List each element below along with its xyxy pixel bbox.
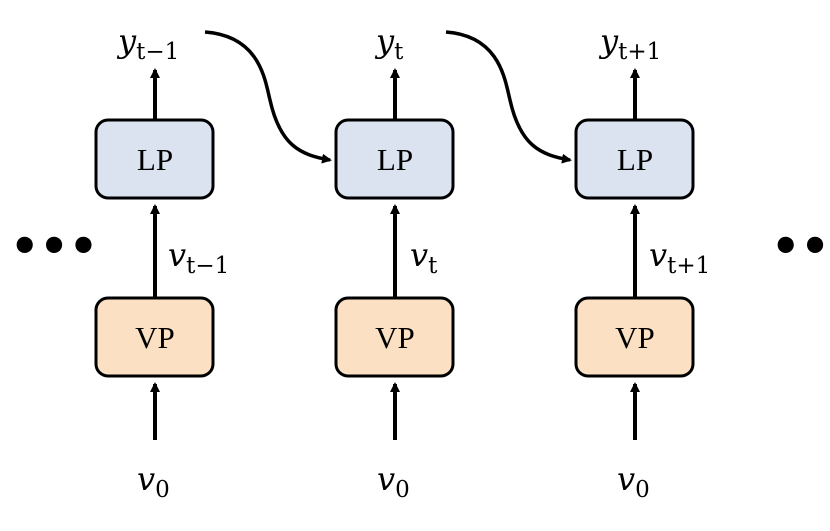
recurrent-arrow-1 bbox=[204, 30, 332, 164]
block-3: yt+1 LP vt+1 VP v0 bbox=[574, 22, 710, 503]
vp-label-3: VP bbox=[615, 320, 655, 355]
input-label-3: v0 bbox=[617, 460, 650, 503]
recurrent-arrow-2 bbox=[445, 30, 572, 164]
hidden-label-3: vt+1 bbox=[649, 236, 710, 279]
lp-box-2 bbox=[334, 118, 455, 200]
input-label-1: v0 bbox=[137, 460, 170, 503]
block-1: yt−1 LP vt−1 VP v0 bbox=[94, 22, 229, 503]
block-2: yt LP vt VP v0 bbox=[334, 22, 455, 503]
input-label-2: v0 bbox=[377, 460, 410, 503]
lp-label-1: LP bbox=[137, 142, 173, 177]
left-ellipsis: ••• bbox=[10, 219, 98, 273]
output-label-1: yt−1 bbox=[116, 22, 179, 65]
lp-box-1 bbox=[94, 118, 215, 200]
hidden-label-1: vt−1 bbox=[168, 236, 229, 279]
hidden-label-2: vt bbox=[410, 236, 438, 279]
vp-label-1: VP bbox=[135, 320, 175, 355]
lp-box-3 bbox=[574, 118, 695, 200]
right-ellipsis: ••• bbox=[771, 219, 830, 273]
vp-box-2 bbox=[334, 296, 455, 378]
output-label-2: yt bbox=[374, 22, 404, 65]
lp-label-3: LP bbox=[617, 142, 653, 177]
lp-label-2: LP bbox=[377, 142, 413, 177]
vp-box-1 bbox=[94, 296, 215, 378]
output-label-3: yt+1 bbox=[598, 22, 661, 65]
vp-box-3 bbox=[574, 296, 695, 378]
vp-label-2: VP bbox=[375, 320, 415, 355]
